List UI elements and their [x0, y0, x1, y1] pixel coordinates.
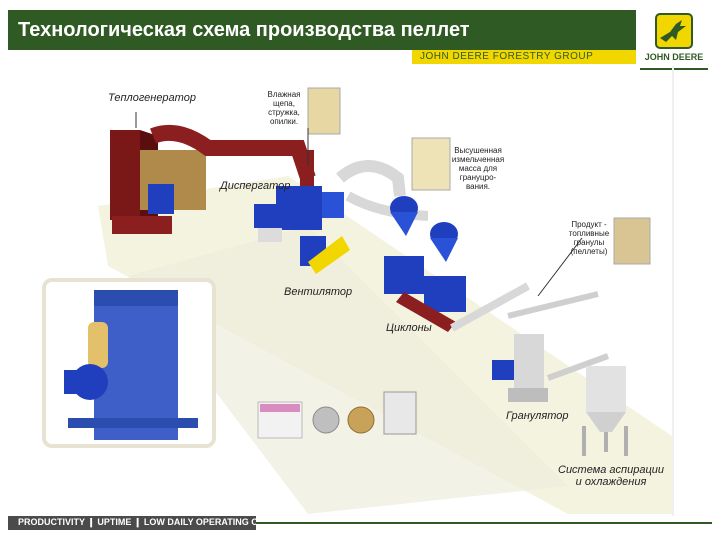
- dried-mass-line-4: грануцро-: [459, 173, 497, 182]
- footer-rule: [256, 522, 712, 524]
- product-pointer: [537, 237, 583, 297]
- label-cyclones: Циклоны: [386, 322, 432, 334]
- label-granulator: Гранулятор: [506, 410, 569, 422]
- label-disperser: Диспергатор: [220, 180, 291, 192]
- hot-air-duct: [150, 125, 316, 181]
- return-pipe: [507, 291, 599, 319]
- dried-mass-line-3: масса для: [458, 164, 498, 173]
- process-illustration: [42, 87, 672, 514]
- process-diagram: Теплогенератор Влажная щепа, стружка, оп…: [8, 66, 672, 514]
- fan-photo-inset: [42, 278, 216, 448]
- header-bar: Технологическая схема производства пелле…: [8, 10, 636, 50]
- raw-material-line-4: опилки.: [269, 117, 299, 126]
- cyclones: [384, 196, 466, 332]
- transport-pipe-2: [345, 191, 429, 221]
- label-fan: Вентилятор: [284, 286, 353, 298]
- footer-slogan: PRODUCTIVITY ❙ UPTIME ❙ LOW DAILY OPERAT…: [18, 517, 283, 527]
- certificates-and-medals: [257, 391, 417, 439]
- deer-logo-icon: [655, 13, 693, 49]
- company-bar: JOHN DEERE FORESTRY GROUP: [412, 50, 636, 64]
- granulator: [492, 334, 548, 402]
- product-line-2: топливные: [568, 229, 610, 238]
- logo-wordmark: JOHN DEERE: [644, 52, 704, 62]
- product-line-1: Продукт -: [571, 220, 607, 229]
- right-divider: [672, 66, 674, 516]
- raw-material-photo: [307, 87, 341, 135]
- footer-bar: PRODUCTIVITY ❙ UPTIME ❙ LOW DAILY OPERAT…: [8, 516, 282, 530]
- heat-generator: [110, 130, 206, 234]
- dried-mass-photo: [411, 137, 451, 191]
- fan: [300, 236, 350, 274]
- label-dried-mass: Высушенная измельченная масса для грануц…: [450, 146, 506, 191]
- conveyor-pipe: [450, 282, 530, 332]
- raw-material-line-2: щепа,: [273, 99, 295, 108]
- label-heat-generator: Теплогенератор: [108, 92, 196, 104]
- dried-mass-line-5: вания.: [465, 182, 491, 191]
- aspiration-line-2: и охлаждения: [575, 476, 647, 488]
- disperser: [254, 186, 344, 242]
- dried-mass-line-1: Высушенная: [454, 146, 502, 155]
- company-name: JOHN DEERE FORESTRY GROUP: [420, 51, 594, 62]
- pellets-photo: [613, 217, 651, 265]
- floor-shadow: [128, 226, 568, 514]
- raw-material-line-1: Влажная: [267, 90, 301, 99]
- aspiration-cooling-system: [546, 353, 628, 456]
- page-title: Технологическая схема производства пелле…: [18, 19, 470, 41]
- label-raw-material: Влажная щепа, стружка, опилки.: [262, 90, 306, 126]
- product-line-4: (пеллеты): [570, 247, 608, 256]
- label-aspiration: Система аспирации и охлаждения: [558, 464, 664, 488]
- john-deere-logo: JOHN DEERE: [640, 10, 708, 70]
- dried-mass-line-2: измельченная: [451, 155, 505, 164]
- label-product: Продукт - топливные гранулы (пеллеты): [568, 220, 610, 256]
- aspiration-line-1: Система аспирации: [558, 464, 664, 476]
- transport-pipe-1: [336, 160, 406, 197]
- product-line-3: гранулы: [573, 238, 605, 247]
- raw-material-line-3: стружка,: [268, 108, 300, 117]
